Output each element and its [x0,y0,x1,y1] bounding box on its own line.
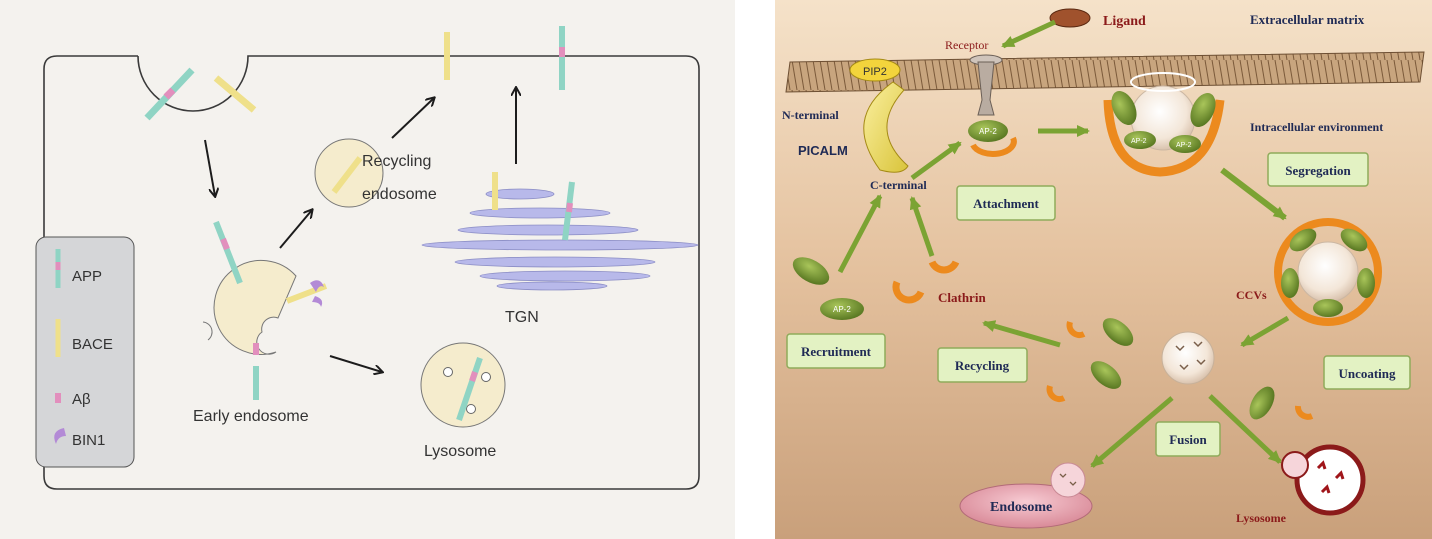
arrow-to-lysosome-right [1208,394,1282,464]
bace-in-pit [213,75,257,113]
step-recycling [937,347,1028,383]
lysosome-left [420,342,506,428]
arrow-recycling-to-membrane [391,98,434,139]
app-in-pit [144,67,195,121]
uncoated-vesicle [1161,331,1215,385]
app-in-tgn [562,181,575,241]
ccvs-label: CCVs [1236,288,1267,302]
bace-in-early-endosome [285,283,328,304]
arrow-endocytosis [204,139,215,196]
early-endosome-label: Early endosome [193,408,309,425]
endosome-right [959,462,1093,529]
svg-text:BIN1: BIN1 [72,432,105,449]
bace-in-recycling [331,156,363,194]
legend: APP BACE Aβ BIN1 [35,236,135,468]
svg-text:Recruitment: Recruitment [801,344,872,359]
arrow-to-recycling [279,210,312,249]
arrow-recycling [982,320,1061,348]
c-terminal-label: C-terminal [870,178,927,192]
svg-text:AP-2: AP-2 [1176,142,1192,149]
arrow-cterm-to-ap2 [910,140,962,181]
clathrin-pieces [892,260,960,304]
endosome-bud [202,321,213,341]
pip2-label: PIP2 [863,66,887,78]
app-in-early-endosome [213,220,243,285]
picalm-label: PICALM [798,143,848,158]
svg-text:AP-2: AP-2 [979,127,997,136]
released-clathrin [1046,321,1314,420]
arrow-recruitment-up [837,194,883,274]
plasma-membrane [785,51,1425,93]
pip2-shape [849,58,901,82]
picalm-shape [863,81,909,173]
tgn-label: TGN [505,309,539,326]
svg-text:APP: APP [72,268,102,285]
arrow-clathrin-up [909,196,935,257]
step-uncoating [1323,355,1411,390]
step-fusion [1155,421,1221,457]
receptor-shape [969,54,1003,116]
legend-item-bin1: BIN1 [54,428,105,449]
arrow-ccv-to-uncoating [1240,315,1290,348]
legend-item-app: APP [55,249,102,288]
coated-pit: AP-2 AP-2 [1103,72,1225,177]
recycling-label-1: Recycling [362,153,431,170]
ccv [1274,218,1382,326]
arrow-ligand-to-receptor [1001,19,1057,49]
abeta-in-endosome [253,343,259,355]
lysosome-right [1281,444,1366,516]
right-panel: Ligand Extracellular matrix Receptor PIP… [775,0,1432,539]
recruited-ap2: AP-2 [792,257,864,320]
ligand-label: Ligand [1103,14,1146,29]
lysosome-right-label: Lysosome [1236,511,1287,525]
endosome-label: Endosome [990,500,1052,515]
arrow-to-ccv [1220,167,1287,221]
recycling-label-2: endosome [362,186,437,203]
svg-text:Recycling: Recycling [955,358,1010,373]
step-segregation [1267,152,1369,187]
tgn-stack [421,188,699,291]
step-attachment [956,185,1056,221]
lysosome-left-label: Lysosome [424,443,496,460]
intracellular-label: Intracellular environment [1250,120,1383,134]
legend-box [35,236,135,468]
arrow-to-lysosome [329,355,382,372]
cell-membrane [43,55,700,490]
bin1-marker [310,280,324,307]
released-ap2 [1090,318,1275,420]
svg-text:Attachment: Attachment [973,196,1039,211]
receptor-label: Receptor [945,38,988,52]
app-in-lysosome [456,357,483,421]
legend-item-abeta: Aβ [55,391,91,408]
step-recruitment [786,333,886,369]
clathrin-label: Clathrin [938,290,986,305]
svg-text:AP-2: AP-2 [833,305,851,314]
legend-item-bace: BACE [55,319,113,357]
n-terminal-label: N-terminal [782,108,839,122]
ligand-shape [1049,8,1091,28]
svg-text:Fusion: Fusion [1169,432,1207,447]
svg-text:Aβ: Aβ [72,391,91,408]
extracellular-label: Extracellular matrix [1250,12,1365,27]
svg-text:BACE: BACE [72,336,113,353]
left-panel: Recycling endosome TGN Early endos [0,0,735,539]
svg-text:Segregation: Segregation [1285,163,1351,178]
svg-text:Uncoating: Uncoating [1338,366,1396,381]
svg-text:AP-2: AP-2 [1131,138,1147,145]
arrow-to-endosome [1090,396,1174,468]
ap2-attached: AP-2 [968,120,1017,157]
